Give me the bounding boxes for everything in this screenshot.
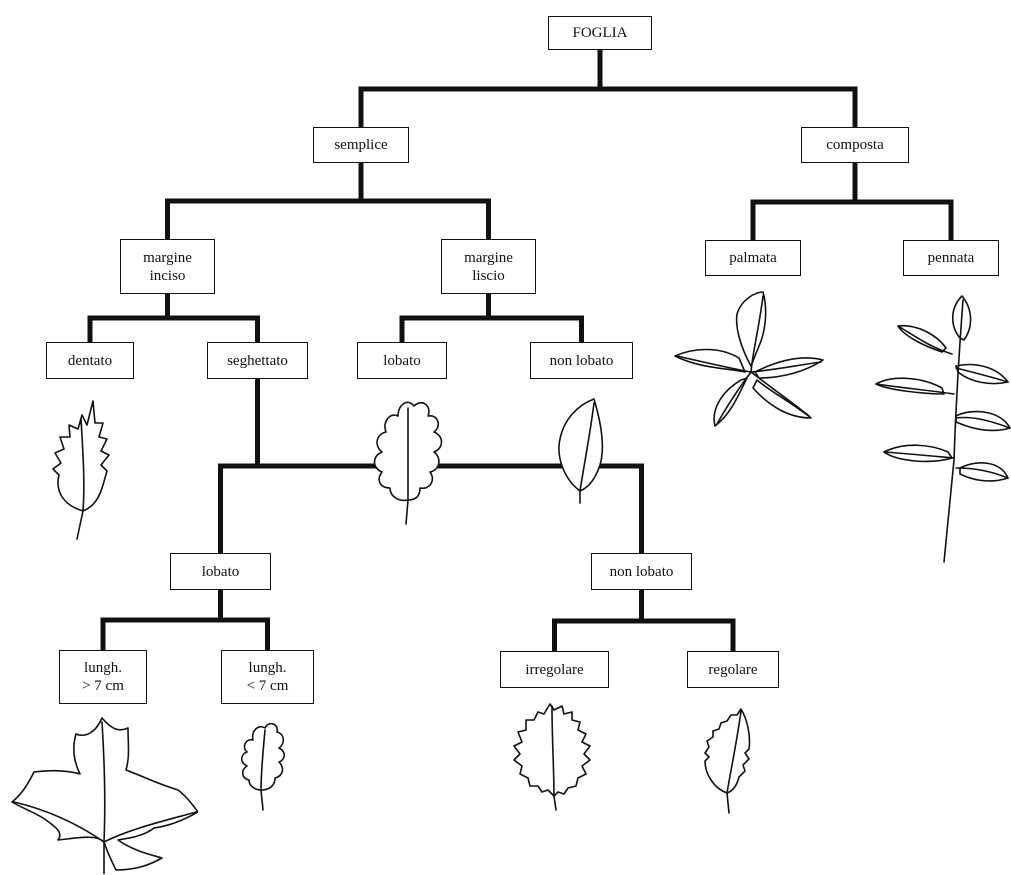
lobed-leaf-icon: [368, 392, 448, 527]
small-lobed-leaf-icon: [235, 716, 287, 812]
node-lungh-maggiore-7cm: lungh. > 7 cm: [59, 650, 147, 704]
irregular-serrate-leaf-icon: [510, 700, 598, 812]
node-pennata: pennata: [903, 240, 999, 276]
node-dentato: dentato: [46, 342, 134, 379]
node-seghettato: seghettato: [207, 342, 308, 379]
large-lobed-leaf-icon: [8, 714, 198, 874]
node-irregolare: irregolare: [500, 651, 609, 688]
node-margine-inciso: margine inciso: [120, 239, 215, 294]
pinnate-leaf-icon: [868, 290, 1011, 565]
node-non-lobato-seghettato: non lobato: [591, 553, 692, 590]
entire-leaf-icon: [550, 395, 620, 505]
node-non-lobato: non lobato: [530, 342, 633, 379]
node-lungh-minore-7cm: lungh. < 7 cm: [221, 650, 314, 704]
regular-serrate-leaf-icon: [697, 705, 757, 815]
node-foglia: FOGLIA: [548, 16, 652, 50]
node-semplice: semplice: [313, 127, 409, 163]
node-lobato-seghettato: lobato: [170, 553, 271, 590]
node-lobato: lobato: [357, 342, 447, 379]
palmate-leaf-icon: [663, 288, 828, 453]
node-composta: composta: [801, 127, 909, 163]
node-margine-liscio: margine liscio: [441, 239, 536, 294]
node-regolare: regolare: [687, 651, 779, 688]
node-palmata: palmata: [705, 240, 801, 276]
dentate-leaf-icon: [45, 393, 115, 543]
